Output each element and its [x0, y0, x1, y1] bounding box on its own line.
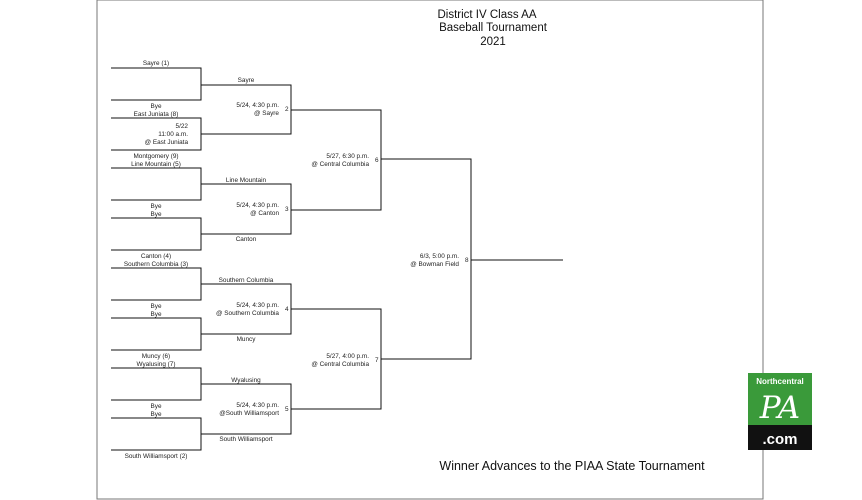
r2-team-wyalusing: Wyalusing	[231, 377, 261, 384]
game8-number: 8	[465, 257, 469, 264]
game1-date: 5/22	[176, 123, 189, 130]
team-east-juniata: East Juniata (8)	[134, 111, 179, 118]
team-south-williamsport-2: South Williamsport (2)	[125, 453, 188, 460]
team-montgomery: Montgomery (9)	[133, 153, 178, 160]
game5-site: @South Williamsport	[219, 410, 279, 417]
bracket-frame	[96, 0, 764, 500]
game3-time: 5/24, 4:30 p.m.	[236, 202, 279, 209]
title-line3: 2021	[480, 36, 506, 48]
bye-label: Bye	[150, 211, 161, 218]
logo-pa-text: PA	[759, 390, 800, 426]
game8-site: @ Bowman Field	[410, 261, 459, 268]
r2-team-canton: Canton	[236, 236, 257, 243]
footer-note: Winner Advances to the PIAA State Tourna…	[439, 459, 705, 473]
r2-team-south-williamsport: South Williamsport	[219, 436, 272, 443]
game2-site: @ Sayre	[254, 110, 279, 117]
logo-black-block	[748, 425, 812, 450]
title-line1: District IV Class AA	[437, 9, 536, 21]
game7-number: 7	[375, 357, 379, 364]
game3-number: 3	[285, 206, 289, 213]
bye-label: Bye	[150, 103, 161, 110]
team-wyalusing-7: Wyalusing (7)	[136, 361, 175, 368]
game4-time: 5/24, 4:30 p.m.	[236, 302, 279, 309]
game2-time: 5/24, 4:30 p.m.	[236, 102, 279, 109]
game7-time: 5/27, 4:00 p.m.	[326, 353, 369, 360]
game6-site: @ Central Columbia	[311, 161, 369, 168]
title-line2: Baseball Tournament	[439, 22, 548, 34]
northcentral-pa-logo: Northcentral PA .com	[748, 373, 812, 450]
game6-time: 5/27, 6:30 p.m.	[326, 153, 369, 160]
game6-number: 6	[375, 157, 379, 164]
team-line-mountain-5: Line Mountain (5)	[131, 161, 181, 168]
game4-number: 4	[285, 306, 289, 313]
game5-number: 5	[285, 406, 289, 413]
game2-number: 2	[285, 106, 289, 113]
bye-label: Bye	[150, 411, 161, 418]
team-sayre-1: Sayre (1)	[143, 60, 169, 67]
game1-time: 11:00 a.m.	[158, 131, 188, 138]
bye-label: Bye	[150, 203, 161, 210]
game3-site: @ Canton	[250, 210, 279, 217]
game8-time: 6/3, 5:00 p.m.	[420, 253, 459, 260]
team-southern-columbia-3: Southern Columbia (3)	[124, 261, 188, 268]
game1-site: @ East Juniata	[145, 139, 189, 146]
game7-site: @ Central Columbia	[311, 361, 369, 368]
game4-site: @ Southern Columbia	[216, 310, 279, 317]
game5-time: 5/24, 4:30 p.m.	[236, 402, 279, 409]
logo-brand-text: Northcentral	[756, 377, 804, 386]
bracket-lines	[111, 67, 563, 451]
r2-team-muncy: Muncy	[237, 336, 257, 343]
logo-com-text: .com	[762, 431, 797, 448]
r2-team-southern-columbia: Southern Columbia	[219, 277, 274, 284]
r2-team-sayre: Sayre	[238, 77, 255, 84]
team-muncy-6: Muncy (6)	[142, 353, 170, 360]
bye-label: Bye	[150, 311, 161, 318]
bye-label: Bye	[150, 303, 161, 310]
r2-team-line-mountain: Line Mountain	[226, 177, 267, 184]
bye-label: Bye	[150, 403, 161, 410]
team-canton-4: Canton (4)	[141, 253, 171, 260]
logo-green-block	[748, 373, 812, 425]
